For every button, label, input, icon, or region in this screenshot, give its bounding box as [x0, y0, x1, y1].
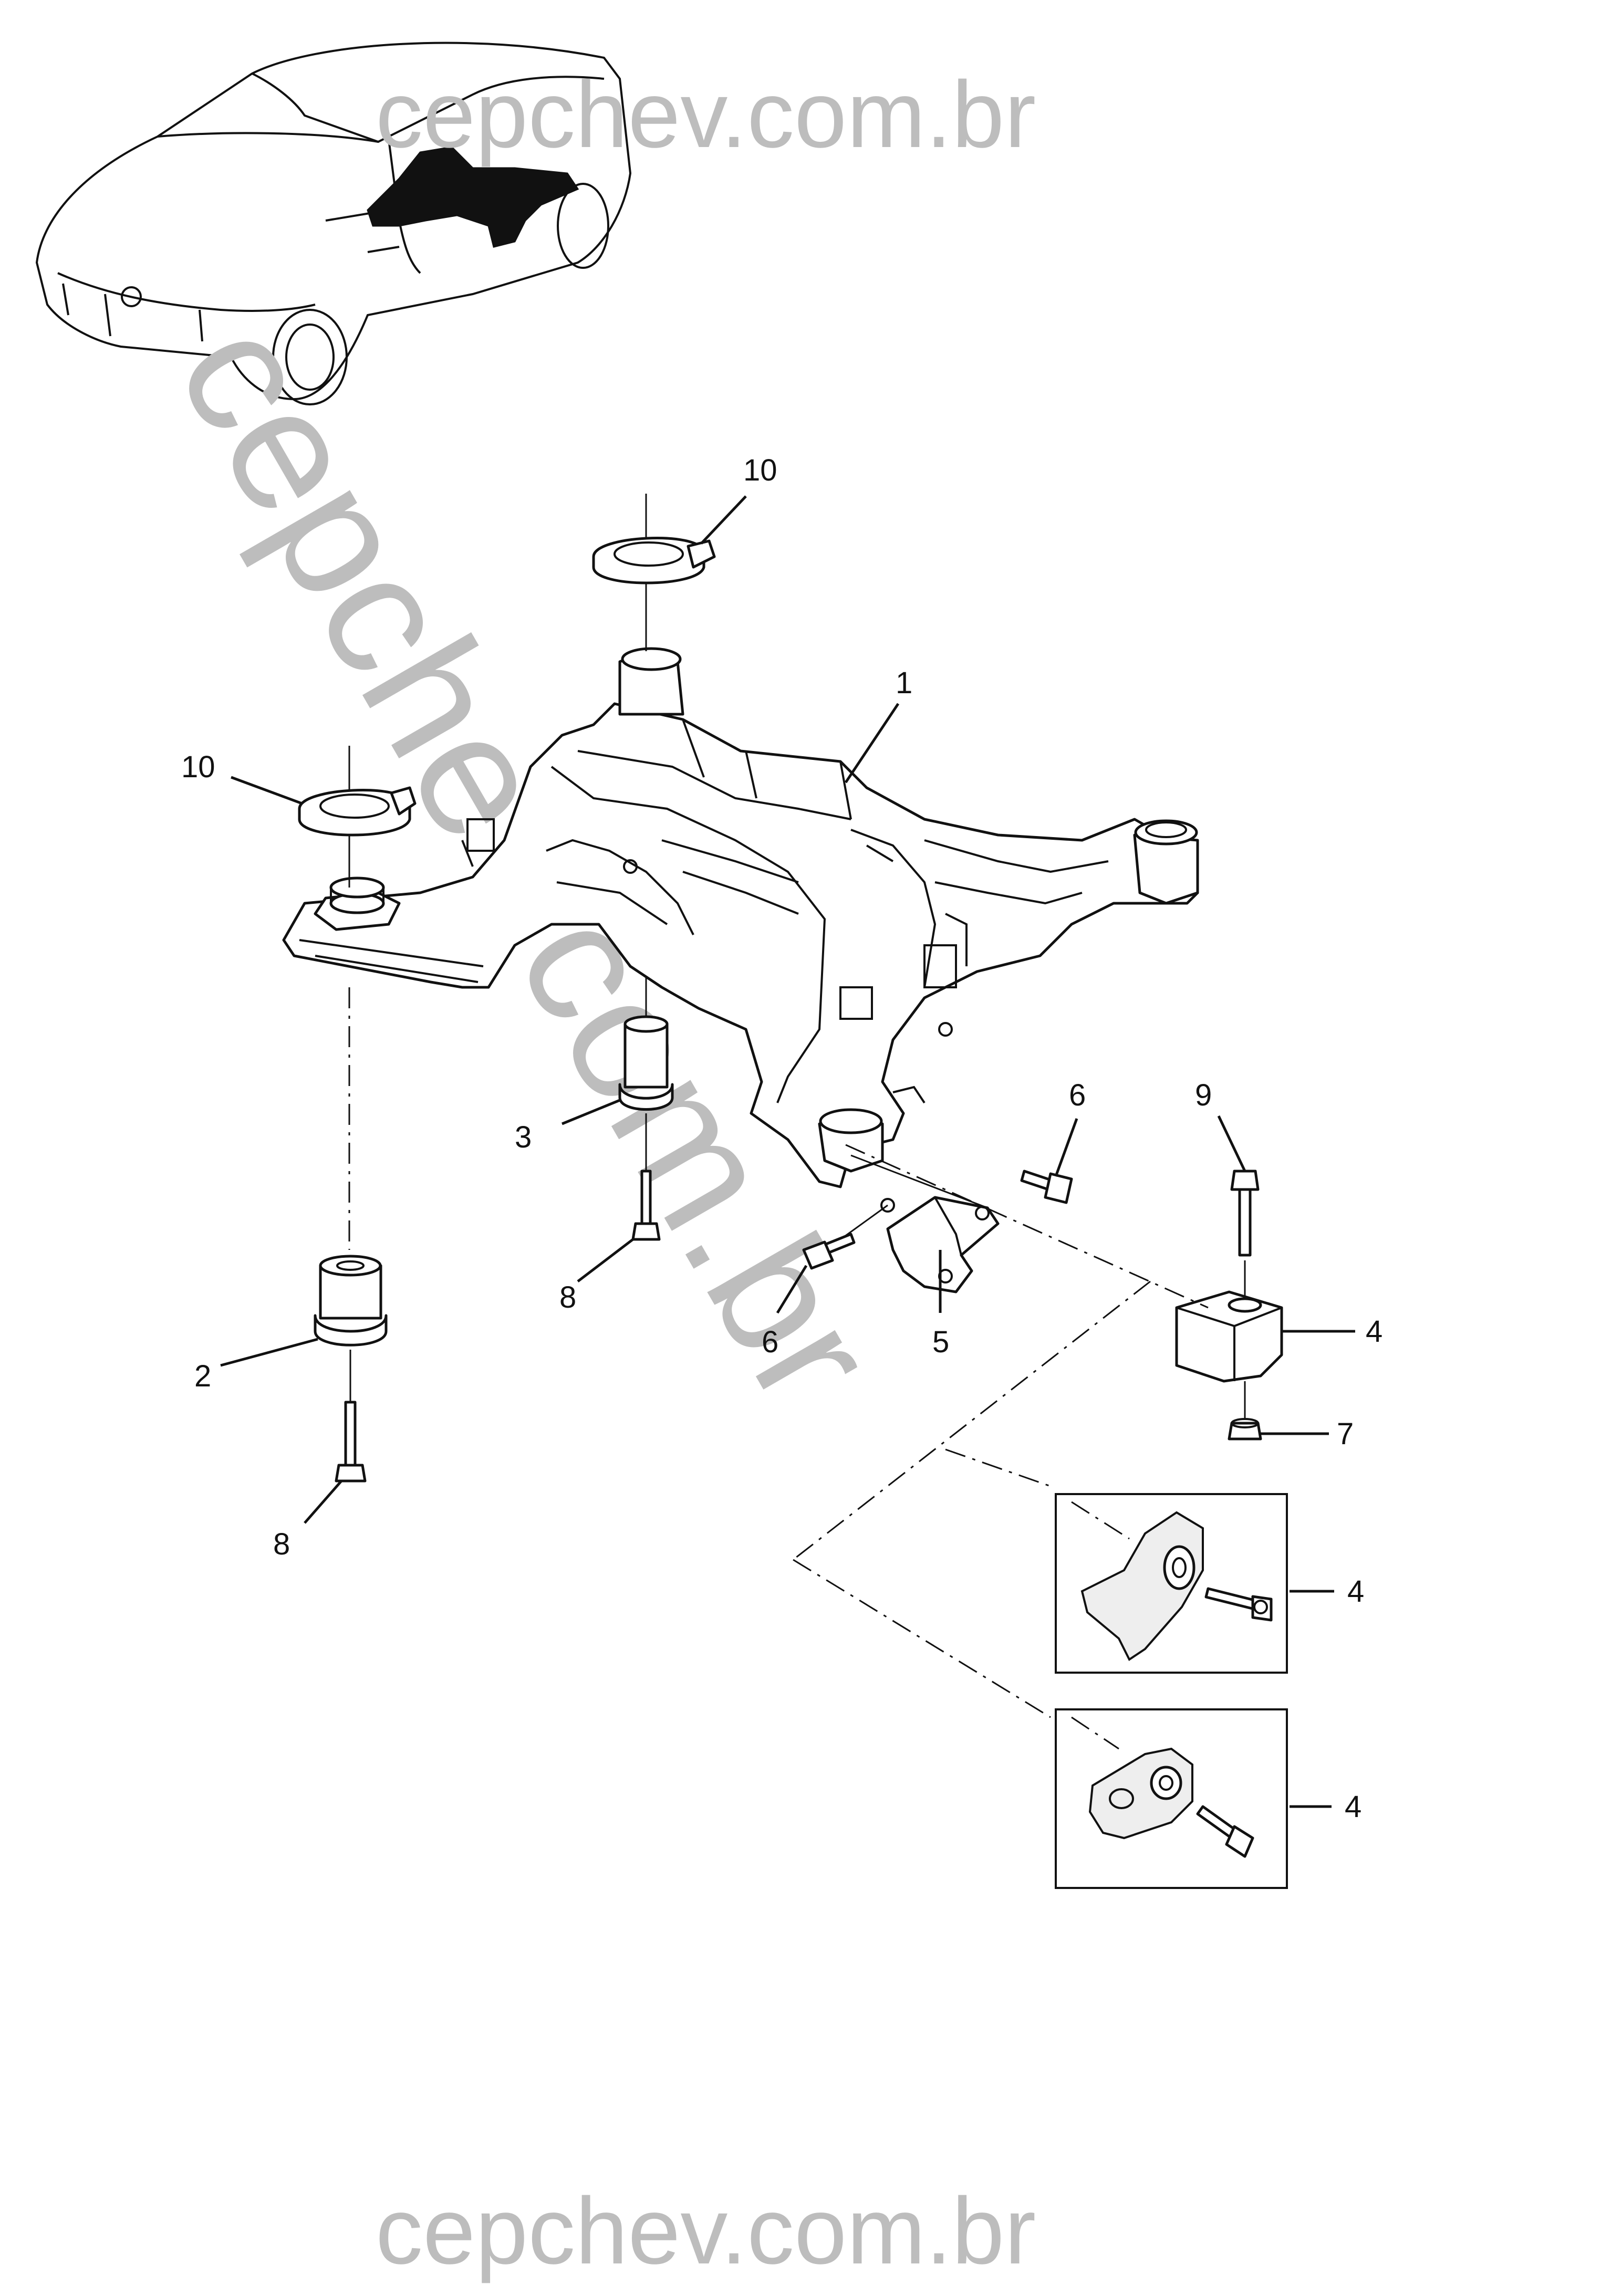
bushing-2	[314, 987, 388, 1402]
bolt-6-right	[1020, 1170, 1073, 1204]
callout-10-left: 10	[181, 750, 215, 784]
callout-4-detail-2: 4	[1345, 1790, 1361, 1824]
callout-5: 5	[932, 1325, 949, 1359]
insulator-10-left	[298, 746, 417, 888]
callout-3: 3	[515, 1120, 532, 1154]
vehicle-locator-illustration	[35, 41, 632, 405]
rear-subframe-crossmember	[282, 647, 1199, 1188]
bushing-3	[618, 977, 674, 1171]
callout-4-main: 4	[1366, 1314, 1382, 1349]
nut-7	[1228, 1418, 1262, 1441]
callout-7: 7	[1337, 1417, 1354, 1451]
callout-9: 9	[1195, 1078, 1212, 1112]
callout-8-left: 8	[273, 1527, 290, 1561]
callout-6-right: 6	[1069, 1078, 1086, 1112]
watermark-bottom: cepchev.com.br	[376, 2178, 1036, 2284]
watermark-top: cepchev.com.br	[376, 62, 1036, 168]
detail-box-mount-variant-1	[1055, 1493, 1288, 1674]
callout-numbers: 1 2 3 4 4 4 5 6 6 7 8 8 9 10 10	[181, 453, 1382, 1824]
bolt-6-left	[802, 1233, 856, 1270]
reference-lines	[793, 1144, 1209, 1750]
callout-2: 2	[194, 1359, 211, 1393]
callout-6-left: 6	[762, 1325, 778, 1359]
callout-4-detail-1: 4	[1347, 1574, 1364, 1609]
leader-lines	[220, 495, 1355, 1808]
bolt-9	[1230, 1170, 1260, 1257]
mount-4-main	[1175, 1260, 1283, 1418]
detail-box-mount-variant-2	[1055, 1708, 1288, 1889]
callout-10-upper: 10	[743, 453, 777, 487]
bolt-8-center	[631, 1170, 661, 1241]
insulator-10-upper	[592, 494, 716, 651]
callout-8-center: 8	[559, 1280, 576, 1314]
bolt-8-left	[335, 1401, 367, 1483]
callout-1: 1	[896, 666, 912, 700]
